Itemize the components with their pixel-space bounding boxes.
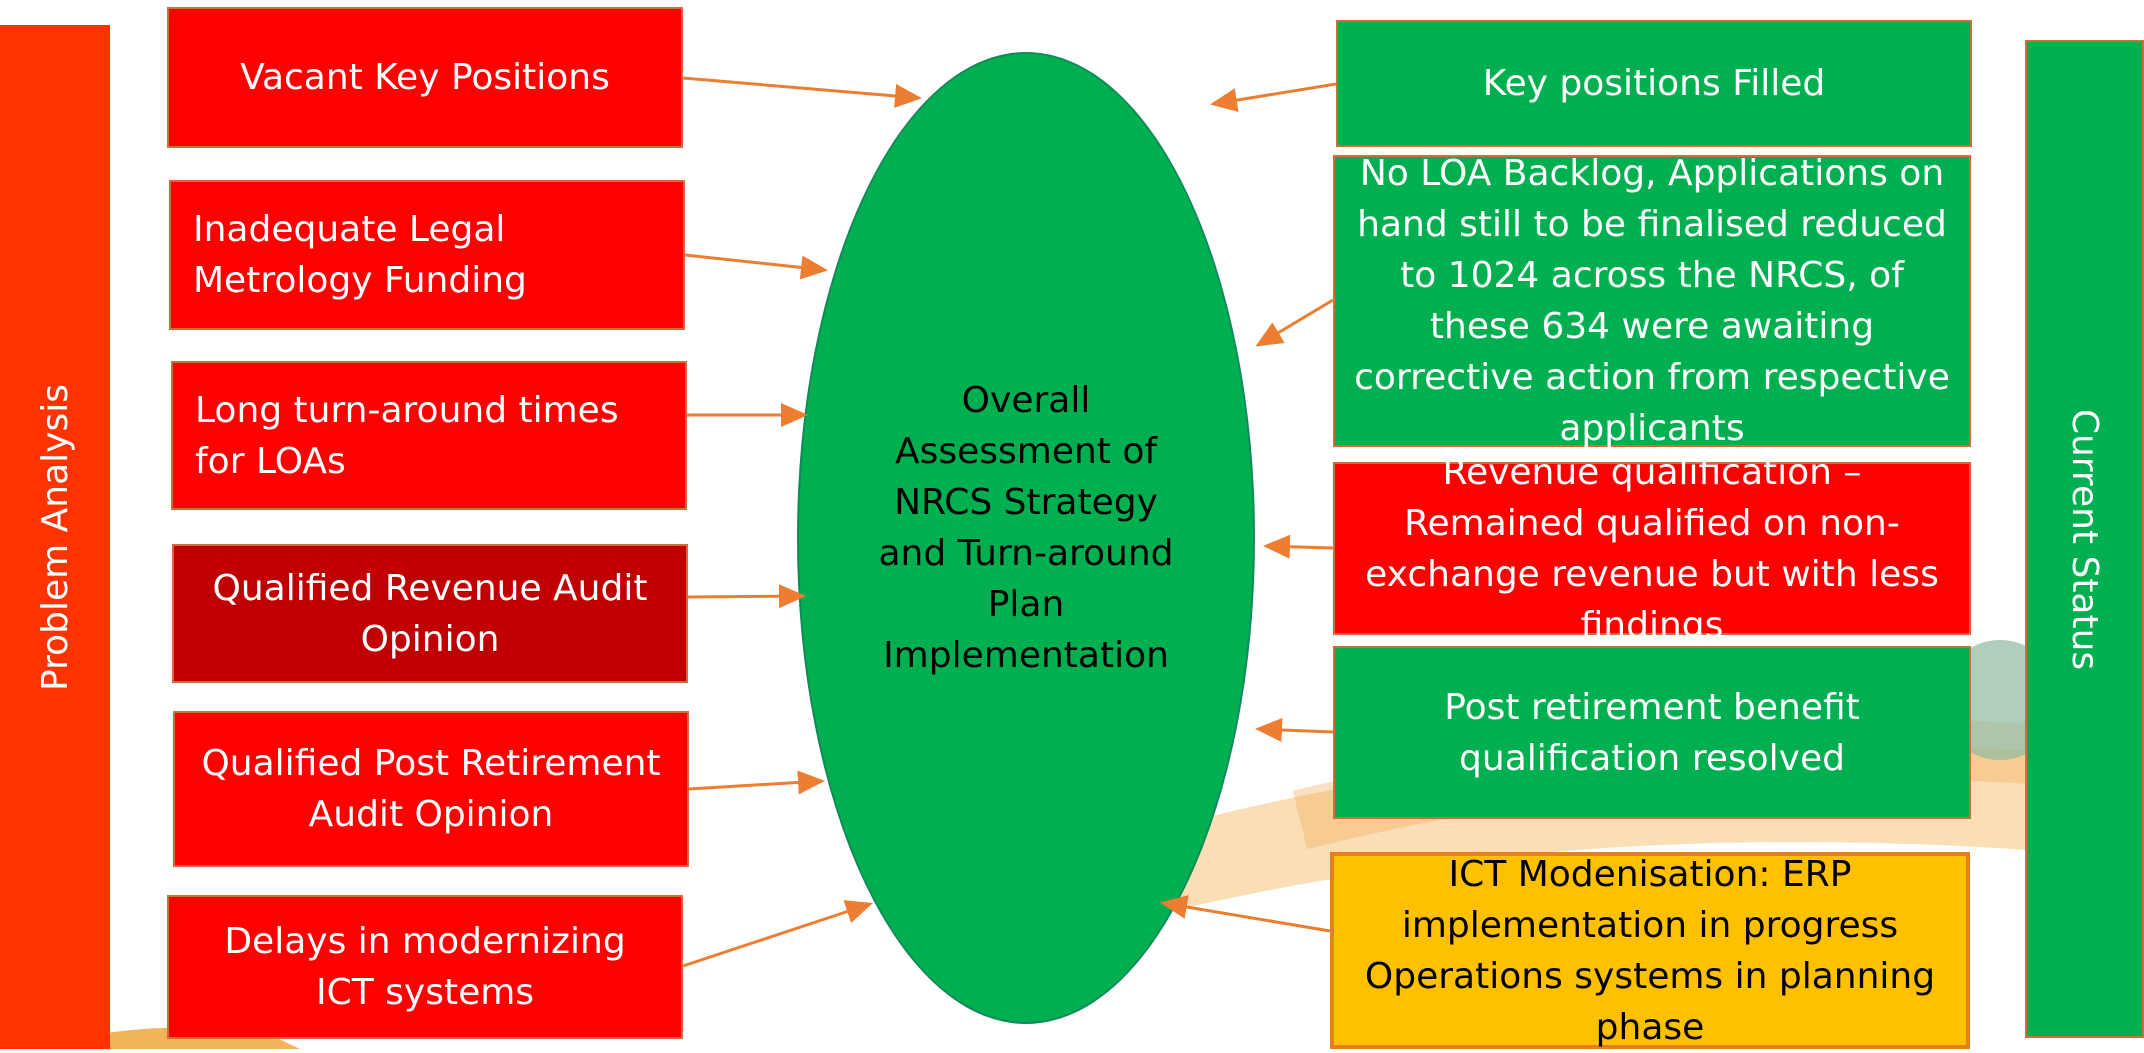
problem-text: Vacant Key Positions — [240, 57, 610, 98]
status-box-loa-backlog: No LOA Backlog, Applications on hand sti… — [1333, 153, 1971, 449]
current-status-bar: Current Status — [2025, 40, 2144, 1038]
status-text: Post retirement benefit qualification re… — [1444, 686, 1860, 779]
status-box-ict-modernisation: ICT Modenisation: ERP implementation in … — [1330, 852, 1970, 1049]
arrow-filled-to-center — [1210, 82, 1337, 112]
arrow-revenue-status-to-center — [1263, 534, 1334, 559]
problem-box-post-retirement: Qualified Post Retirement Audit Opinion — [173, 711, 689, 867]
problem-box-ict-delays: Delays in modernizing ICT systems — [167, 895, 683, 1039]
overall-assessment-ellipse: Overall Assessment of NRCS Strategy and … — [797, 52, 1255, 1024]
problem-text: Long turn-around times for LOAs — [195, 389, 619, 482]
problem-text: Qualified Revenue Audit Opinion — [212, 567, 648, 660]
problem-box-vacant-positions: Vacant Key Positions — [167, 7, 683, 148]
status-text: No LOA Backlog, Applications on hand sti… — [1354, 153, 1950, 449]
problem-text: Inadequate Legal Metrology Funding — [193, 209, 527, 301]
problem-text: Qualified Post Retirement Audit Opinion — [201, 743, 661, 835]
arrow-vacant-to-center — [682, 76, 922, 108]
arrow-retirement-to-center — [688, 770, 825, 795]
status-text: Revenue qualification – Remained qualifi… — [1365, 451, 1939, 646]
problem-box-revenue-audit: Qualified Revenue Audit Opinion — [172, 544, 688, 683]
status-text: Key positions Filled — [1482, 63, 1826, 104]
problem-box-metrology-funding: Inadequate Legal Metrology Funding — [169, 180, 685, 330]
arrow-ict-to-center — [682, 900, 873, 968]
problem-analysis-bar: Problem Analysis — [0, 25, 110, 1049]
problem-box-loa-turnaround: Long turn-around times for LOAs — [171, 361, 687, 510]
overall-assessment-text: Overall Assessment of NRCS Strategy and … — [878, 380, 1174, 676]
arrow-retirement-status-to-center — [1255, 717, 1334, 742]
arrow-ict-status-to-center — [1160, 895, 1331, 933]
arrow-revenue-to-center — [687, 584, 806, 609]
arrow-funding-to-center — [684, 253, 828, 280]
status-box-positions-filled: Key positions Filled — [1336, 20, 1972, 147]
arrow-loa-status-to-center — [1255, 298, 1334, 347]
status-box-revenue-qualification: Revenue qualification – Remained qualifi… — [1333, 452, 1971, 646]
problem-text: Delays in modernizing ICT systems — [224, 921, 626, 1013]
status-box-post-retirement: Post retirement benefit qualification re… — [1333, 646, 1971, 819]
status-text: ICT Modenisation: ERP implementation in … — [1364, 853, 1936, 1048]
